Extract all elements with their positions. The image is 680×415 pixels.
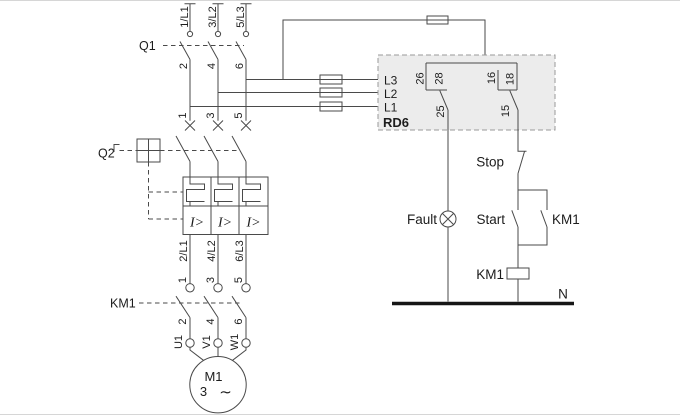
q1-terminal-circle bbox=[242, 30, 250, 38]
q2-in-terminal-label: 3 bbox=[205, 112, 217, 118]
motor-ac-symbol: ∼ bbox=[219, 384, 232, 401]
fuse-control bbox=[426, 15, 449, 25]
q2-out-terminal-label: 6/L3 bbox=[234, 240, 246, 261]
q2-blade-wires bbox=[189, 161, 247, 177]
rd6-contact-25 bbox=[425, 63, 449, 130]
q2-in-terminal-label: 1 bbox=[177, 112, 189, 118]
q2-in-terminal-label: 5 bbox=[233, 112, 245, 118]
rd6-line-terminal-label: L3 bbox=[384, 74, 398, 88]
km1-coil-label: KM1 bbox=[476, 267, 504, 282]
q2-trip-linkage-dash bbox=[148, 162, 183, 220]
rd6-enclosure bbox=[377, 54, 556, 131]
q2-pole-blades bbox=[175, 135, 247, 162]
q2-release-block-dividers bbox=[183, 177, 268, 235]
control-main-wire bbox=[511, 130, 527, 302]
fuse-l3 bbox=[319, 74, 343, 85]
q2-out-wires bbox=[189, 234, 247, 284]
km1-aux-contact-label: KM1 bbox=[552, 212, 580, 227]
km1-terminal-circle bbox=[185, 283, 195, 293]
fuse-l1 bbox=[319, 101, 343, 112]
km1-main-contacts: 1 3 5 KM1 2 4 6 bbox=[110, 277, 251, 339]
q1-out-terminal-label: 2 bbox=[178, 63, 190, 69]
motor-terminal-label: V1 bbox=[201, 335, 213, 348]
km1-label: KM1 bbox=[110, 297, 136, 311]
km1-out-terminal-label: 2 bbox=[177, 318, 189, 324]
q2-thermal-element bbox=[214, 177, 233, 206]
q1-terminal-circle bbox=[186, 30, 194, 38]
km1-aux-branch-wire bbox=[518, 189, 548, 246]
rd6-terminal-28-label: 28 bbox=[434, 72, 446, 84]
km1-out-wires bbox=[189, 317, 247, 339]
q2-motor-protection-breaker: 1 3 5 Q2 I> I> I> 2/L1 4/L2 6/L3 bbox=[98, 112, 269, 284]
motor-terminal-circle bbox=[213, 338, 223, 348]
km1-out-terminal-label: 4 bbox=[205, 318, 217, 324]
rd6-relay: L3 L2 L1 RD6 26 28 25 16 18 15 bbox=[377, 54, 556, 131]
rd6-terminal-16-label: 16 bbox=[486, 72, 498, 84]
q2-out-terminal-label: 4/L2 bbox=[206, 240, 218, 261]
km1-in-terminal-label: 5 bbox=[233, 277, 245, 283]
km1-terminal-circle bbox=[241, 283, 251, 293]
start-button-label: Start bbox=[476, 212, 505, 227]
motor: U1 V1 W1 M1 3 ∼ bbox=[173, 334, 251, 414]
phase-tap-wires bbox=[190, 79, 378, 107]
rd6-terminal-26-label: 26 bbox=[415, 72, 427, 84]
km1-pole-blades bbox=[175, 295, 247, 318]
q1-pole-blades bbox=[179, 41, 247, 60]
q2-latch-hook bbox=[113, 144, 120, 152]
km1-in-terminal-label: 3 bbox=[205, 277, 217, 283]
rd6-terminal-15-label: 15 bbox=[500, 105, 512, 117]
control-supply-wire bbox=[282, 19, 486, 80]
fault-label: Fault bbox=[407, 212, 437, 227]
stop-button-label: Stop bbox=[476, 155, 504, 170]
three-phase-supply: 1/L1 3/L2 5/L3 bbox=[179, 3, 252, 32]
km1-in-terminal-label: 1 bbox=[177, 277, 189, 283]
motor-name: M1 bbox=[204, 369, 222, 384]
km1-terminal-circle bbox=[213, 283, 223, 293]
motor-feed-wires bbox=[189, 347, 247, 361]
motor-phases: 3 bbox=[200, 384, 207, 399]
motor-terminal-circle bbox=[185, 338, 195, 348]
q1-terminal-circle bbox=[214, 30, 222, 38]
q2-overcurrent-symbol: I> bbox=[217, 216, 232, 231]
q1-out-terminal-label: 4 bbox=[206, 63, 218, 69]
q1-out-wires bbox=[189, 59, 247, 121]
control-branch: Stop Start KM1 KM1 bbox=[476, 130, 580, 302]
neutral-bus: N bbox=[392, 287, 574, 306]
rd6-terminal-18-label: 18 bbox=[505, 73, 517, 85]
motor-terminal-circle bbox=[241, 338, 251, 348]
rd6-name: RD6 bbox=[383, 115, 409, 130]
q2-overcurrent-symbol: I> bbox=[189, 216, 204, 231]
q2-thermal-element bbox=[186, 177, 205, 206]
neutral-label: N bbox=[558, 287, 568, 302]
fault-lamp-branch: Fault bbox=[407, 130, 457, 302]
q2-overcurrent-symbol: I> bbox=[245, 216, 260, 231]
rd6-line-terminal-label: L2 bbox=[384, 87, 398, 101]
q1-label: Q1 bbox=[139, 39, 156, 53]
rd6-line-terminal-label: L1 bbox=[384, 101, 398, 115]
supply-terminal-label: 5/L3 bbox=[235, 6, 247, 27]
q2-release-box-cross bbox=[137, 139, 160, 162]
km1-coil bbox=[506, 267, 530, 280]
fault-lamp-cross bbox=[442, 213, 454, 225]
line-tap-wires bbox=[190, 15, 486, 112]
supply-wires bbox=[189, 3, 247, 32]
rd6-contact-15 bbox=[497, 63, 519, 130]
q2-label: Q2 bbox=[98, 147, 115, 161]
fuse-l2 bbox=[319, 87, 343, 98]
q1-out-terminal-label: 6 bbox=[234, 63, 246, 69]
q1-disconnector: Q1 2 4 6 bbox=[139, 30, 250, 121]
q2-thermal-element bbox=[242, 177, 261, 206]
motor-terminal-label: U1 bbox=[173, 335, 185, 349]
q2-latch-crosses bbox=[184, 120, 252, 131]
supply-terminal-label: 1/L1 bbox=[179, 6, 191, 27]
km1-out-terminal-label: 6 bbox=[233, 318, 245, 324]
motor-circle bbox=[189, 356, 247, 414]
motor-terminal-label: W1 bbox=[229, 334, 241, 351]
q2-out-terminal-label: 2/L1 bbox=[178, 240, 190, 261]
rd6-terminal-25-label: 25 bbox=[435, 105, 447, 117]
supply-terminal-label: 3/L2 bbox=[207, 6, 219, 27]
